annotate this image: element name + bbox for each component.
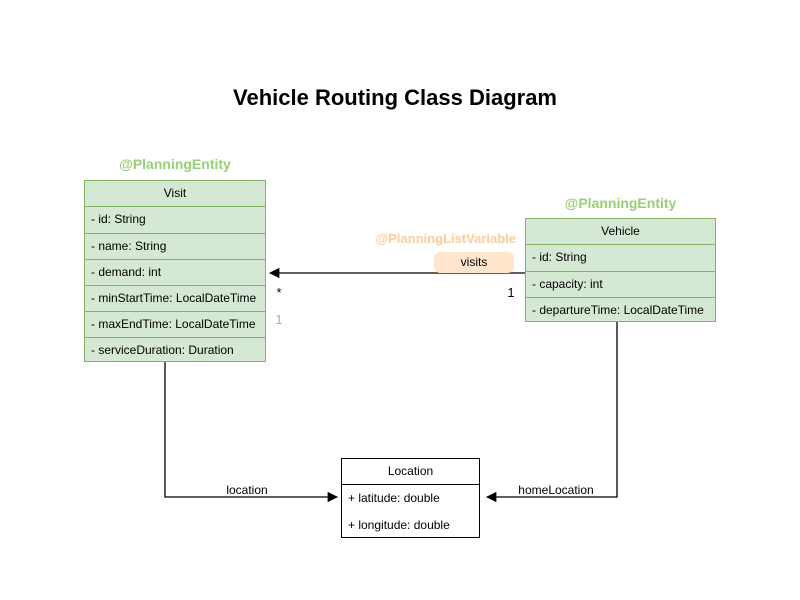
location-edge-label[interactable]: location <box>226 483 268 497</box>
vehicle-attr-capacity[interactable]: - capacity: int <box>526 271 715 297</box>
visit-attr-name[interactable]: - name: String <box>85 233 265 259</box>
location-attr-latitude[interactable]: + latitude: double <box>348 491 440 505</box>
location-edge[interactable] <box>164 362 339 503</box>
visit-attr-min-start-time[interactable]: - minStartTime: LocalDateTime <box>85 285 265 311</box>
visit-class-name[interactable]: Visit <box>85 181 265 207</box>
vehicle-planning-entity-annotation[interactable]: @PlanningEntity <box>564 195 677 211</box>
vehicle-class-box[interactable]: Vehicle - id: String - capacity: int - d… <box>525 218 716 322</box>
visit-class-box[interactable]: Visit - id: String - name: String - dema… <box>84 180 266 362</box>
vehicle-class-name[interactable]: Vehicle <box>526 219 715 245</box>
location-attr-longitude[interactable]: + longitude: double <box>348 518 450 532</box>
visits-multiplicity-one[interactable]: 1 <box>507 285 515 300</box>
visits-edge-label[interactable]: visits <box>434 252 514 273</box>
home-location-edge[interactable] <box>485 322 618 503</box>
visit-attr-service-duration[interactable]: - serviceDuration: Duration <box>85 337 265 363</box>
location-class-name[interactable]: Location <box>342 459 479 485</box>
visit-attr-max-end-time[interactable]: - maxEndTime: LocalDateTime <box>85 311 265 337</box>
vehicle-attr-departure-time[interactable]: - departureTime: LocalDateTime <box>526 297 715 323</box>
visit-attr-demand[interactable]: - demand: int <box>85 259 265 285</box>
visit-planning-entity-annotation[interactable]: @PlanningEntity <box>119 156 231 172</box>
location-class-box[interactable]: Location + latitude: double + longitude:… <box>341 458 480 538</box>
visits-multiplicity-star[interactable]: * <box>276 285 282 300</box>
home-location-edge-label[interactable]: homeLocation <box>518 483 594 497</box>
diagram-title: Vehicle Routing Class Diagram <box>233 85 557 110</box>
visit-attr-id[interactable]: - id: String <box>91 212 146 226</box>
visits-multiplicity-secondary-one[interactable]: 1 <box>275 312 283 327</box>
vehicle-attr-id[interactable]: - id: String <box>532 250 587 264</box>
visits-planning-list-variable-annotation[interactable]: @PlanningListVariable <box>375 231 516 246</box>
